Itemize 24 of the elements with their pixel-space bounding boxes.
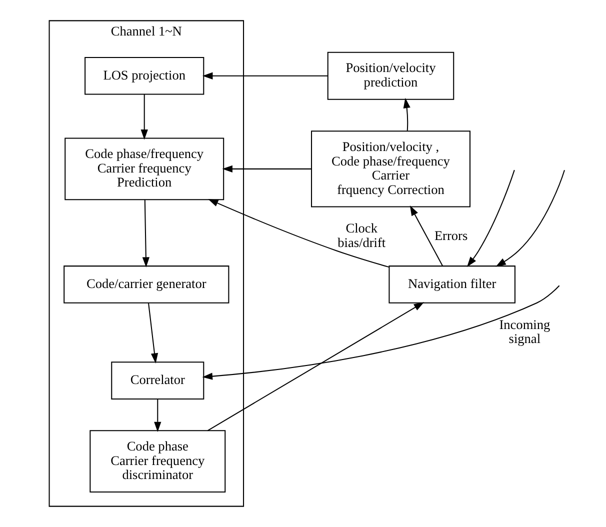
arrow	[202, 72, 328, 80]
node-box: Navigation filter	[388, 266, 516, 304]
arrow	[410, 205, 444, 266]
arrow	[222, 165, 312, 173]
node-box: Position/velocity , Code phase/frequency Carrier frquency Correction	[311, 130, 470, 208]
edge-label: Incoming signal	[499, 316, 550, 346]
node-box: LOS projection	[84, 56, 204, 95]
arrow	[208, 199, 390, 268]
arrow	[496, 170, 565, 267]
node-box: Code phase/frequency Carrier frequency Prediction	[64, 138, 224, 200]
node-box: Code phase Carrier frequency discriminator	[90, 430, 226, 492]
edge-label: Clock bias/drift	[338, 220, 386, 250]
arrow	[142, 200, 150, 268]
arrow	[140, 94, 148, 140]
arrow	[202, 285, 560, 380]
node-box: Position/velocity prediction	[327, 52, 454, 100]
node-box: Code/carrier generator	[64, 266, 230, 304]
arrow	[403, 98, 410, 131]
arrow	[148, 303, 158, 364]
edge-label: Errors	[434, 228, 468, 243]
arrow	[154, 399, 162, 432]
node-box: Correlator	[111, 362, 204, 400]
arrow	[466, 170, 515, 267]
arrow	[207, 302, 424, 432]
